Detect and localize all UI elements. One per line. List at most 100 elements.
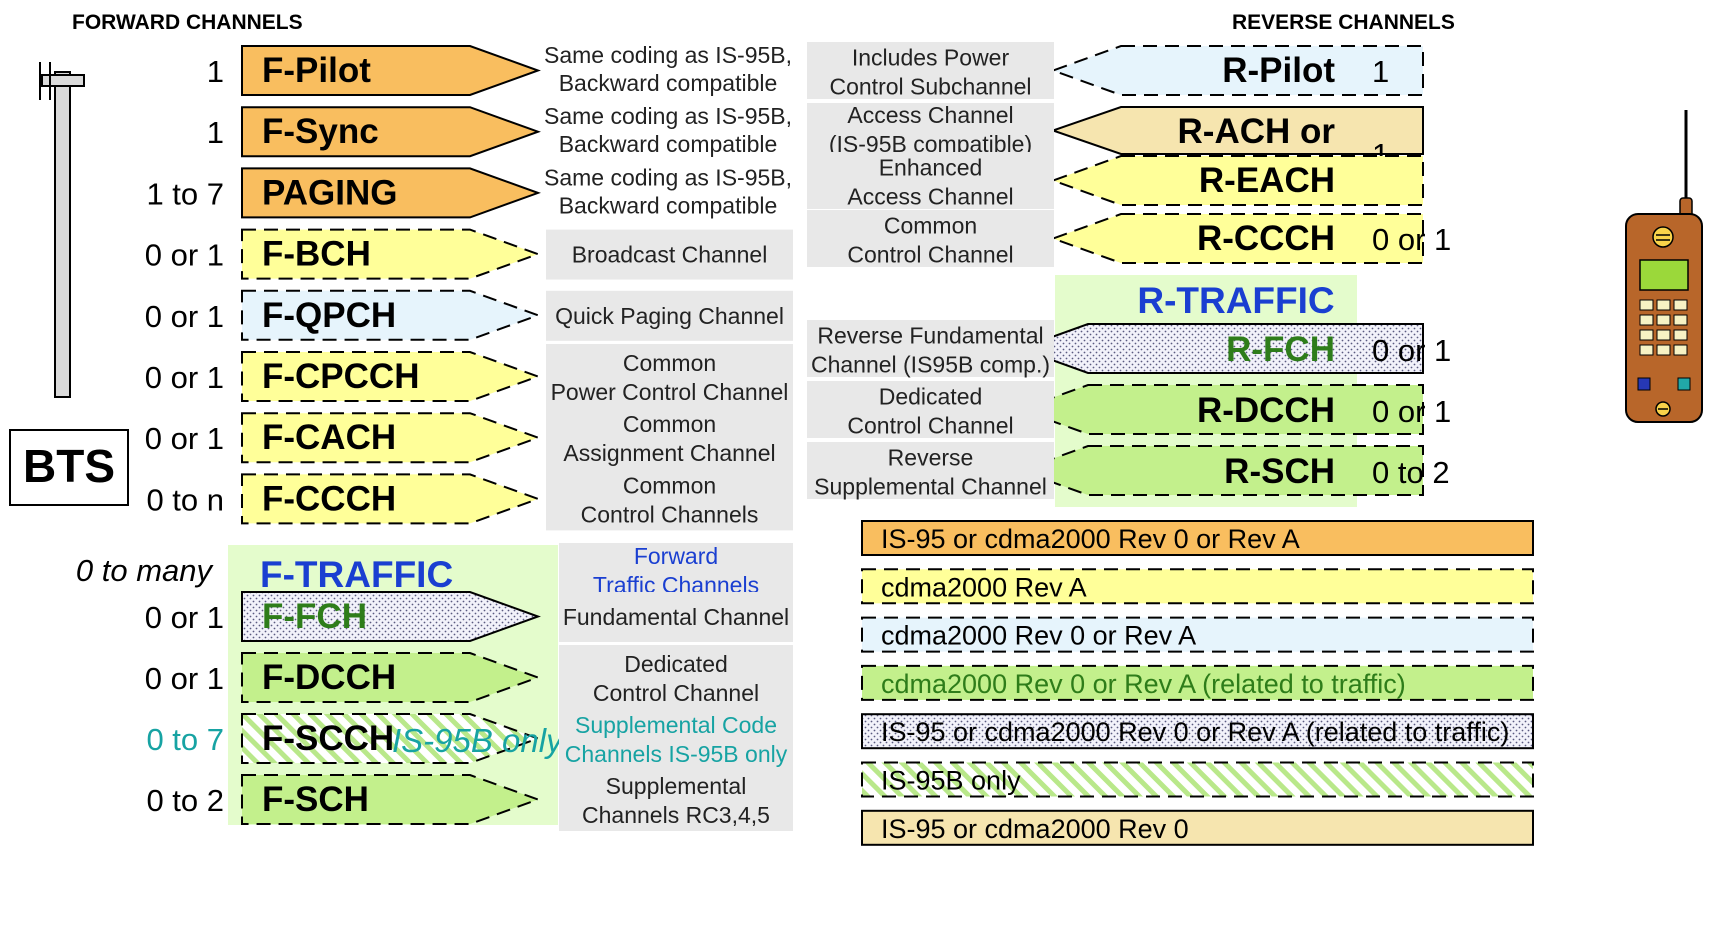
traffic-label-f-sch: F-SCH: [262, 780, 369, 819]
reverse-shape-r-fch: [1017, 323, 1424, 374]
forward-desc-f-ccch-bg: [546, 466, 793, 531]
legend-swatch-4: [861, 713, 1534, 750]
reverse-desc-r-dcch-bg: [807, 381, 1054, 438]
traffic-desc-f-scch-line1: Supplemental Code: [575, 712, 777, 738]
forward-label-f-cpcch: F-CPCCH: [262, 357, 419, 396]
reverse-label-r-sch: R-SCH: [1224, 452, 1335, 491]
forward-count-f-pilot: 1: [207, 54, 224, 89]
traffic-desc-f-dcch-line1: Dedicated: [624, 651, 728, 677]
reverse-count-r-fch: 0 or 1: [1372, 333, 1451, 368]
reverse-desc-r-sch-line2: Supplemental Channel: [814, 474, 1047, 500]
traffic-label-f-scch: F-SCCH: [262, 719, 394, 758]
reverse-label-r-pilot: R-Pilot: [1222, 51, 1335, 90]
reverse-desc-r-ach-or-line1: Access Channel: [847, 102, 1013, 128]
traffic-desc-f-sch-bg: [559, 767, 793, 831]
legend-swatch-0: [861, 520, 1534, 556]
traffic-shape-f-scch: [241, 713, 541, 764]
forward-shape-f-cach: [241, 412, 541, 464]
reverse-label-r-each: R-EACH: [1199, 161, 1335, 200]
reverse-count-r-ccch: 0 or 1: [1372, 222, 1451, 257]
reverse-desc-r-fch-line2: Channel (IS95B comp.): [811, 352, 1050, 378]
reverse-shape-r-sch: [1017, 445, 1424, 496]
forward-count-f-sync: 1: [207, 115, 224, 150]
forward-desc-f-qpch-line1: Quick Paging Channel: [555, 303, 784, 329]
forward-desc-f-cach-line1: Common: [623, 411, 716, 437]
reverse-count-r-sch: 0 to 2: [1372, 455, 1450, 490]
reverse-desc-r-sch-bg: [807, 442, 1054, 499]
legend-label-6: IS-95 or cdma2000 Rev 0: [881, 814, 1189, 844]
forward-desc-f-ccch-line2: Control Channels: [581, 501, 759, 527]
forward-channels-header: FORWARD CHANNELS: [72, 11, 303, 34]
forward-desc-f-pilot-line1: Same coding as IS-95B,: [544, 42, 792, 68]
forward-shape-f-sync: [241, 106, 541, 158]
reverse-label-r-ach-or: R-ACH or: [1178, 112, 1336, 151]
traffic-desc-f-dcch-bg: [559, 645, 793, 709]
f-traffic-title: F-TRAFFIC: [260, 554, 453, 595]
forward-desc-f-sync-line1: Same coding as IS-95B,: [544, 103, 792, 129]
bts-label: BTS: [23, 440, 115, 492]
forward-desc-f-pilot-line2: Backward compatible: [559, 70, 778, 96]
forward-desc-f-qpch-bg: [546, 290, 793, 341]
forward-desc-f-cpcch-line1: Common: [623, 350, 716, 376]
forward-label-f-pilot: F-Pilot: [262, 51, 371, 90]
forward-desc-f-bch-line1: Broadcast Channel: [572, 242, 768, 268]
traffic-shape-f-fch: [241, 591, 541, 642]
f-traffic-desc-bg: [559, 543, 793, 595]
forward-count-f-cpcch: 0 or 1: [145, 360, 224, 395]
traffic-desc-f-fch-line1: Fundamental Channel: [563, 604, 789, 630]
legend-label-2: cdma2000 Rev 0 or Rev A: [881, 621, 1196, 651]
forward-desc-f-cach-line2: Assignment Channel: [563, 440, 775, 466]
forward-label-paging: PAGING: [262, 173, 397, 212]
legend-label-5: IS-95B only: [881, 766, 1021, 796]
reverse-desc-r-ccch-line1: Common: [884, 213, 977, 239]
reverse-desc-r-each-bg: [807, 152, 1054, 209]
reverse-count-r-dcch: 0 or 1: [1372, 394, 1451, 429]
traffic-shape-f-dcch: [241, 652, 541, 703]
forward-desc-paging-line2: Backward compatible: [559, 192, 778, 218]
reverse-desc-r-ccch-bg: [807, 210, 1054, 267]
forward-desc-f-cach-bg: [546, 405, 793, 470]
legend-swatch-5: [861, 761, 1534, 798]
traffic-desc-f-fch-bg: [559, 592, 793, 642]
reverse-desc-r-pilot-line1: Includes Power: [852, 45, 1010, 71]
traffic-count-f-dcch: 0 or 1: [145, 661, 224, 696]
legend-swatch-3: [861, 664, 1534, 701]
forward-desc-paging-line1: Same coding as IS-95B,: [544, 164, 792, 190]
traffic-desc-f-sch-line2: Channels RC3,4,5: [582, 802, 770, 828]
traffic-shape-f-sch: [241, 774, 541, 825]
forward-label-f-cach: F-CACH: [262, 418, 396, 457]
legend-label-0: IS-95 or cdma2000 Rev 0 or Rev A: [881, 524, 1300, 554]
reverse-desc-r-ccch-line2: Control Channel: [847, 242, 1013, 268]
forward-shape-paging: [241, 167, 541, 219]
traffic-count-f-fch: 0 or 1: [145, 600, 224, 635]
reverse-label-r-ccch: R-CCCH: [1197, 219, 1335, 258]
reverse-desc-r-fch-bg: [807, 320, 1054, 377]
forward-label-f-ccch: F-CCCH: [262, 479, 396, 518]
reverse-desc-r-dcch-line2: Control Channel: [847, 413, 1013, 439]
forward-shape-f-qpch: [241, 289, 541, 341]
legend-label-3: cdma2000 Rev 0 or Rev A (related to traf…: [881, 669, 1406, 699]
traffic-label-f-dcch: F-DCCH: [262, 658, 396, 697]
forward-count-paging: 1 to 7: [146, 176, 224, 211]
legend-label-4: IS-95 or cdma2000 Rev 0 or Rev A (relate…: [881, 717, 1509, 747]
forward-shape-f-bch: [241, 228, 541, 280]
forward-desc-f-bch-bg: [546, 229, 793, 280]
traffic-desc-f-dcch-line2: Control Channel: [593, 680, 759, 706]
legend-swatch-6: [861, 809, 1534, 846]
reverse-desc-r-ach-or-bg: [807, 103, 1054, 153]
f-traffic-count: 0 to many: [76, 553, 215, 588]
forward-shape-f-pilot: [241, 45, 541, 96]
forward-label-f-qpch: F-QPCH: [262, 296, 396, 335]
reverse-shape-r-each: [1050, 155, 1424, 206]
forward-label-f-bch: F-BCH: [262, 235, 371, 274]
forward-label-f-sync: F-Sync: [262, 112, 379, 151]
forward-count-f-qpch: 0 or 1: [145, 299, 224, 334]
traffic-desc-f-scch-bg: [559, 706, 793, 770]
traffic-label-f-fch: F-FCH: [262, 597, 367, 636]
traffic-desc-f-scch-line2: Channels IS-95B only: [565, 741, 788, 767]
reverse-desc-r-fch-line1: Reverse Fundamental: [817, 323, 1043, 349]
reverse-label-r-fch: R-FCH: [1226, 330, 1335, 369]
legend-label-1: cdma2000 Rev A: [881, 572, 1087, 602]
traffic-count-f-sch: 0 to 2: [146, 783, 224, 818]
